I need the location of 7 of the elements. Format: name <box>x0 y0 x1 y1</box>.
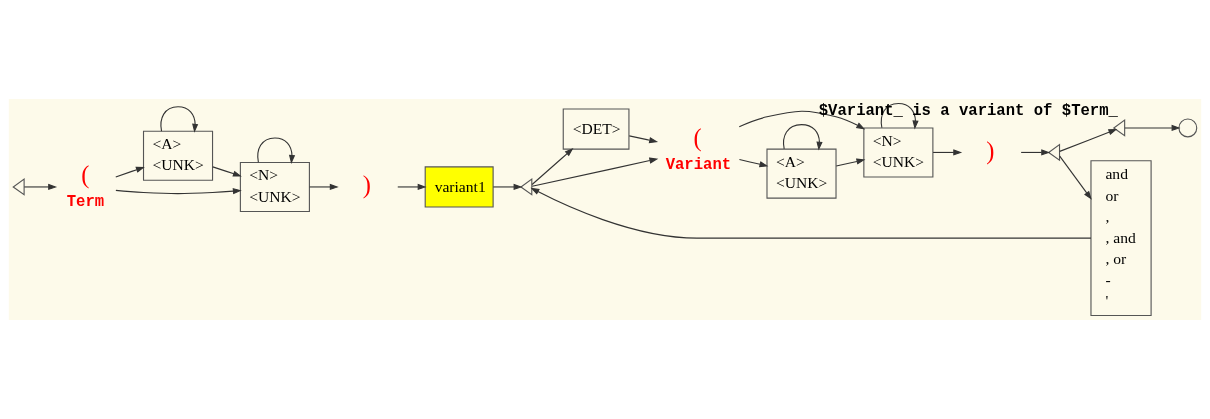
node-text: ( <box>81 161 90 189</box>
node-label: $Variant_ is a variant of $Term_ <box>818 101 1118 120</box>
node-text: ( <box>693 124 702 152</box>
node-label: Term <box>66 193 105 212</box>
node-text: ) <box>986 136 995 164</box>
node-label: Variant <box>665 156 732 175</box>
node-text: ) <box>362 171 371 199</box>
